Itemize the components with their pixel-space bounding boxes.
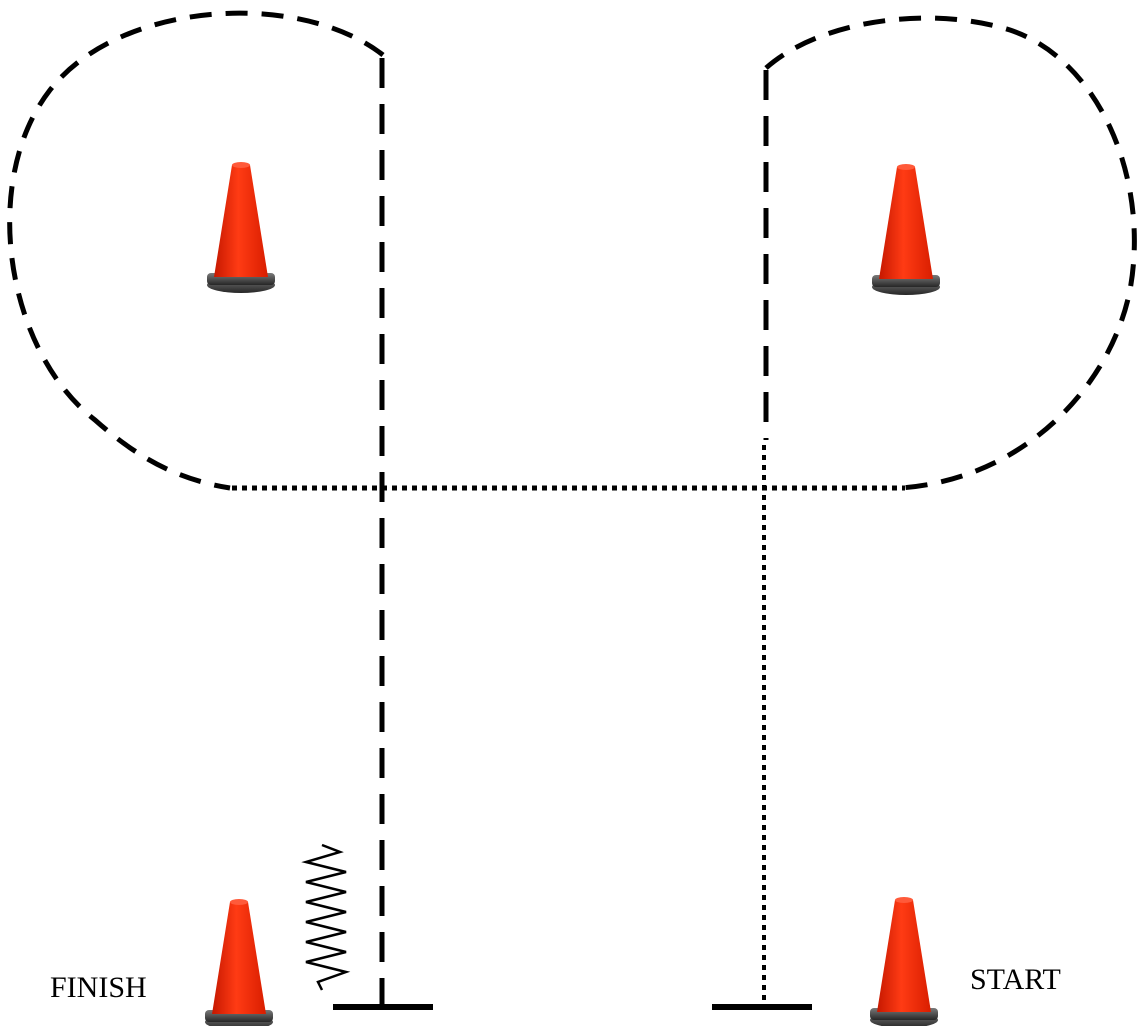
traffic-cone-icon bbox=[207, 162, 275, 293]
finish-label: FINISH bbox=[50, 971, 147, 1004]
traffic-cone-icon bbox=[872, 164, 940, 295]
zigzag-icon bbox=[301, 843, 351, 991]
left-loop-path bbox=[7, 10, 385, 491]
start-label: START bbox=[970, 963, 1061, 996]
right-loop-path bbox=[764, 15, 1137, 491]
traffic-cone-icon bbox=[870, 897, 938, 1026]
traffic-cone-icon bbox=[205, 899, 273, 1026]
